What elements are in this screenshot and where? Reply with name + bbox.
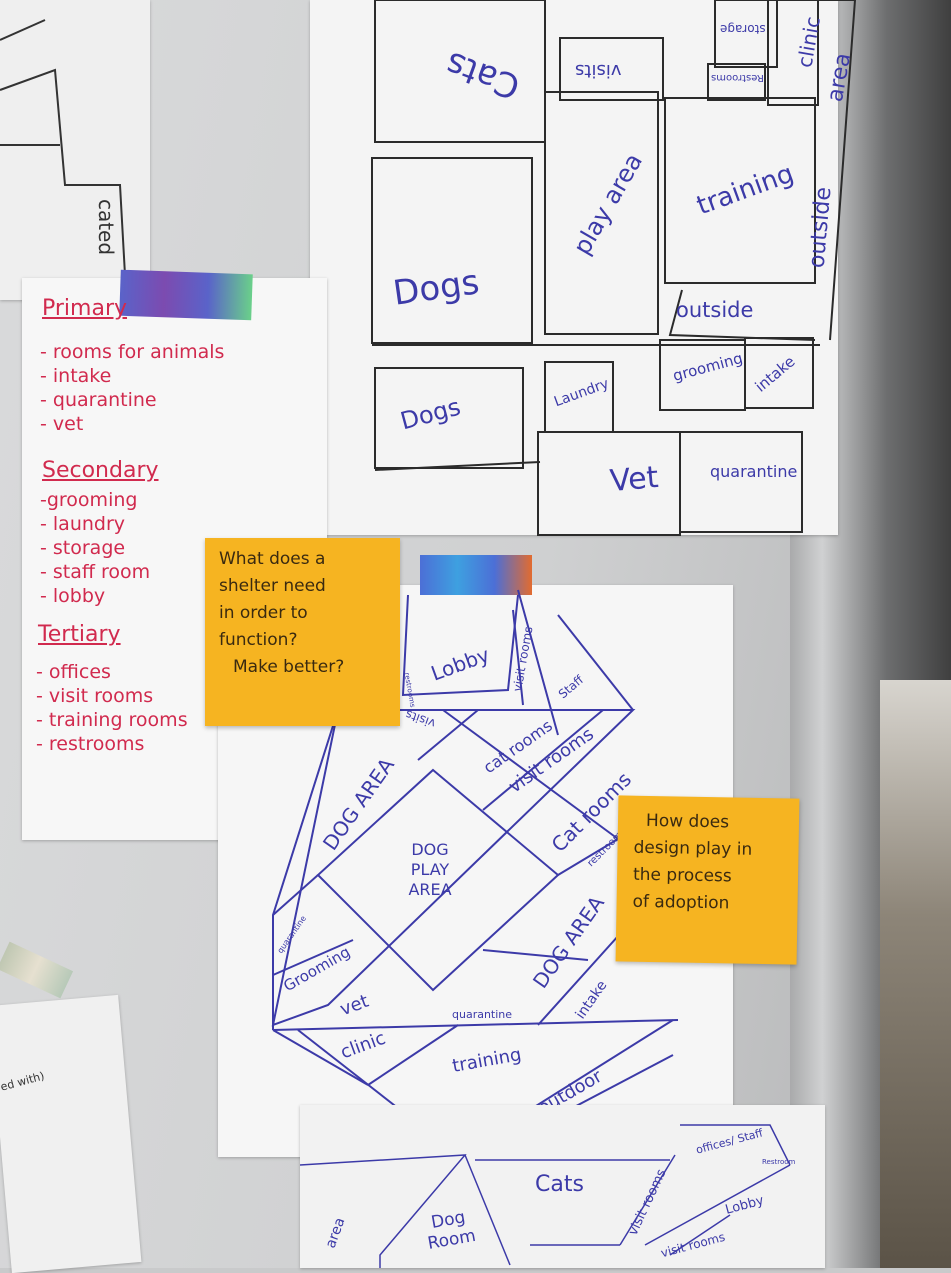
list-item: - offices: [36, 661, 111, 683]
primary-items: - rooms for animals - intake - quarantin…: [40, 340, 224, 436]
outdoor-ground: [880, 680, 951, 1268]
list-item: - staff room: [40, 561, 151, 583]
dog-play-area-line: AREA: [408, 880, 452, 899]
top-visits-label: visits: [575, 60, 622, 81]
list-item: - training rooms: [36, 709, 188, 731]
sticky-line: the process: [632, 864, 732, 887]
top-quarantine-label: quarantine: [710, 462, 798, 481]
top-left-sheet: [0, 0, 150, 300]
secondary-items: -grooming - laundry - storage - staff ro…: [40, 488, 150, 608]
sticky-note-adoption: How does design play in the process of a…: [615, 795, 800, 965]
list-item: - vet: [40, 413, 84, 435]
bottom-floor-plan-lines: [300, 1124, 791, 1268]
left-edge-label: cated: [94, 198, 119, 256]
top-outside-label: outside: [676, 298, 754, 322]
list-item: - rooms for animals: [40, 341, 225, 363]
primary-heading: Primary: [42, 296, 128, 321]
tertiary-items: - offices - visit rooms - training rooms…: [36, 660, 188, 756]
list-item: - storage: [40, 537, 126, 559]
top-floor-plan-lines: [371, 0, 857, 536]
list-item: -grooming: [40, 489, 138, 511]
quarantine-label: quarantine: [452, 1008, 513, 1021]
top-storage-label: storage: [720, 22, 766, 36]
sticky-note-function: What does a shelter need in order to fun…: [205, 538, 400, 726]
sticky-line: of adoption: [632, 891, 730, 914]
list-item: - laundry: [40, 513, 126, 535]
top-restrooms-label: Restrooms: [711, 72, 764, 83]
sticky-line: function?: [219, 630, 298, 650]
sticky-line: design play in: [633, 837, 753, 860]
secondary-heading: Secondary: [42, 458, 159, 483]
bottom-restroom-label: Restroom: [762, 1158, 796, 1166]
list-item: - lobby: [40, 585, 106, 607]
tertiary-heading: Tertiary: [38, 622, 121, 647]
bottom-left-sheet: [0, 994, 142, 1273]
sticky-line: How does: [645, 810, 730, 833]
sticky-line: in order to: [219, 603, 308, 623]
top-left-sheet-lines: [0, 19, 126, 276]
list-item: - quarantine: [40, 389, 157, 411]
bottom-floor-plan-sheet: [300, 1105, 825, 1268]
dog-play-area-label: DOG PLAY AREA: [395, 840, 465, 900]
top-vet-label: Vet: [608, 459, 660, 500]
list-item: - visit rooms: [36, 685, 154, 707]
list-item: - intake: [40, 365, 112, 387]
top-floor-plan-sheet: [310, 0, 838, 535]
washi-tape-1: [119, 269, 253, 321]
washi-tape-2: [420, 555, 532, 595]
list-item: - restrooms: [36, 733, 145, 755]
dog-play-area-line: PLAY: [410, 860, 450, 879]
dog-play-area-line: DOG: [411, 840, 449, 859]
sticky-line: Make better?: [233, 657, 345, 677]
sticky-line: shelter need: [219, 576, 326, 596]
sticky-line: What does a: [219, 549, 326, 569]
bottom-cats-label: Cats: [535, 1172, 584, 1197]
